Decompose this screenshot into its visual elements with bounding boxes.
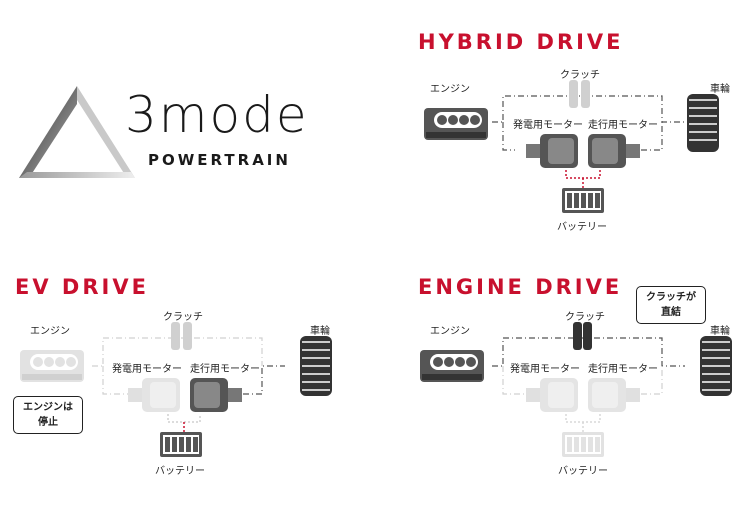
engine-label: エンジン xyxy=(30,326,70,337)
callout-line-1: クラッチが xyxy=(646,292,696,303)
generator-motor-icon xyxy=(526,378,578,412)
triangle-logo-icon xyxy=(19,86,135,178)
engine-icon xyxy=(424,108,488,140)
clutch-icon xyxy=(569,80,590,108)
clutch-icon xyxy=(573,322,592,350)
engine-title: ENGINE DRIVE xyxy=(418,275,623,299)
wheel-label: 車輪 xyxy=(710,326,730,337)
logo-subtitle: POWERTRAIN xyxy=(148,151,291,169)
clutch-label: クラッチ xyxy=(565,312,605,323)
drive-motor-icon xyxy=(588,134,640,168)
drive-motor-icon xyxy=(190,378,242,412)
engine-label: エンジン xyxy=(430,326,470,337)
drive-motor-label: 走行用モーター xyxy=(190,364,260,375)
battery-label: バッテリー xyxy=(558,466,608,477)
callout-line-2: 停止 xyxy=(38,417,58,428)
engine-icon xyxy=(420,350,484,382)
hybrid-diagram xyxy=(424,80,719,213)
clutch-label: クラッチ xyxy=(163,312,203,323)
wheel-label: 車輪 xyxy=(310,326,330,337)
battery-label: バッテリー xyxy=(155,466,205,477)
battery-icon xyxy=(160,432,202,457)
engine-label: エンジン xyxy=(430,84,470,95)
clutch-label: クラッチ xyxy=(560,70,600,81)
ev-diagram xyxy=(20,322,332,457)
clutch-engaged-callout: クラッチが 直結 xyxy=(636,286,706,324)
generator-motor-label: 発電用モーター xyxy=(510,364,580,375)
wheel-icon xyxy=(700,336,732,396)
drive-motor-label: 走行用モーター xyxy=(588,120,658,131)
ev-title: EV DRIVE xyxy=(15,275,149,299)
engine-panel: ENGINE DRIVE クラッチが 直結 エンジン クラッチ 車輪 発電用モー… xyxy=(400,270,745,480)
generator-motor-label: 発電用モーター xyxy=(513,120,583,131)
battery-icon xyxy=(562,188,604,213)
battery-icon xyxy=(562,432,604,457)
drive-motor-label: 走行用モーター xyxy=(588,364,658,375)
engine-stopped-callout: エンジンは 停止 xyxy=(13,396,83,434)
hybrid-panel: HYBRID DRIVE エンジン クラッチ 車輪 発電用モーター 走行用モータ… xyxy=(400,28,745,238)
drive-motor-icon xyxy=(588,378,640,412)
logo-title: 3mode xyxy=(125,86,309,144)
ev-panel: EV DRIVE エンジン クラッチ 車輪 発電用モーター 走行用モーター バッ… xyxy=(0,270,345,480)
wheel-label: 車輪 xyxy=(710,84,730,95)
generator-motor-icon xyxy=(526,134,578,168)
hybrid-title: HYBRID DRIVE xyxy=(418,30,624,54)
callout-line-1: エンジンは xyxy=(23,402,73,413)
generator-motor-icon xyxy=(128,378,180,412)
callout-line-2: 直結 xyxy=(661,307,681,318)
generator-motor-label: 発電用モーター xyxy=(112,364,182,375)
clutch-icon xyxy=(171,322,192,350)
wheel-icon xyxy=(300,336,332,396)
engine-icon xyxy=(20,350,84,382)
engine-diagram xyxy=(420,322,732,457)
wheel-icon xyxy=(687,94,719,152)
logo xyxy=(15,80,345,185)
battery-label: バッテリー xyxy=(557,222,607,233)
